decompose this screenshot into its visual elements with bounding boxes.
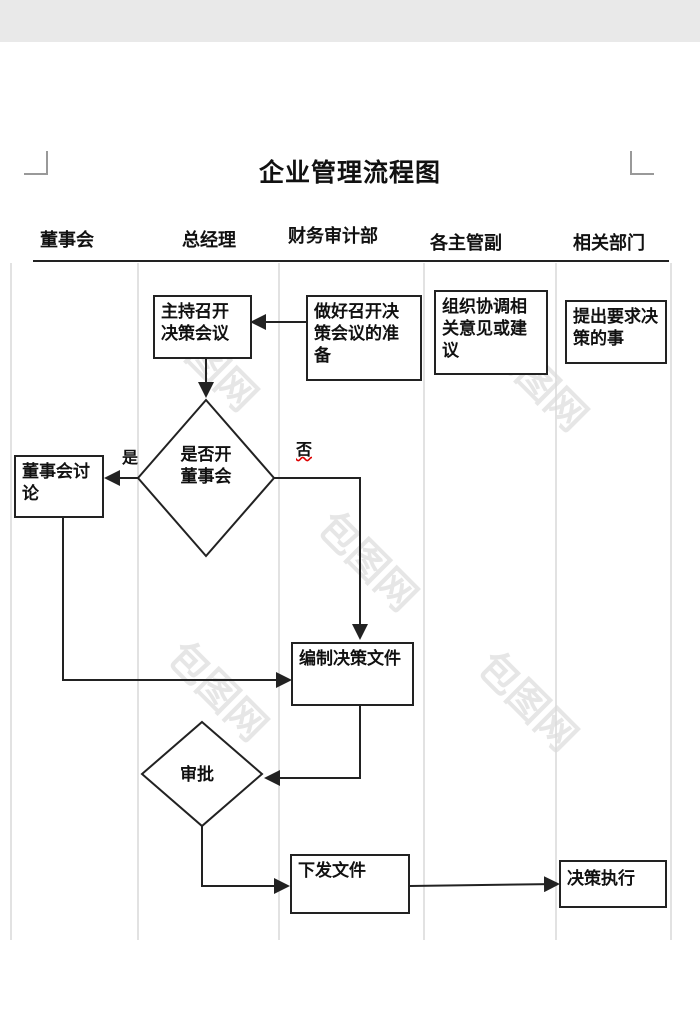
node-draft-doc[interactable]: 编制决策文件 — [291, 642, 414, 706]
lane-header-finance: 财务审计部 — [288, 226, 378, 247]
node-host-meeting[interactable]: 主持召开决策会议 — [153, 295, 252, 359]
node-execute[interactable]: 决策执行 — [559, 860, 667, 908]
lane-divider — [278, 263, 280, 940]
edge-label-yes: 是 — [122, 448, 139, 467]
node-decide-board[interactable]: 是否开董事会 — [180, 445, 232, 487]
node-prepare-meeting[interactable]: 做好召开决策会议的准备 — [306, 295, 422, 381]
page-title: 企业管理流程图 — [258, 158, 441, 187]
page-corner-mark-right — [630, 151, 654, 175]
node-issue-doc[interactable]: 下发文件 — [290, 854, 410, 914]
lane-divider — [555, 263, 557, 940]
node-propose[interactable]: 提出要求决策的事 — [565, 300, 667, 364]
header-divider — [33, 260, 669, 262]
node-approve[interactable]: 审批 — [180, 765, 214, 785]
lane-divider — [670, 263, 672, 940]
lane-header-managers: 各主管副 — [430, 233, 502, 254]
lane-header-board: 董事会 — [40, 230, 94, 251]
node-board-discuss[interactable]: 董事会讨论 — [14, 455, 104, 518]
node-coordinate[interactable]: 组织协调相关意见或建议 — [434, 290, 548, 375]
lane-divider — [423, 263, 425, 940]
edge-label-no: 否 — [296, 440, 313, 459]
viewer-top-bar — [0, 0, 700, 42]
lane-header-gm: 总经理 — [182, 230, 236, 251]
lane-divider — [137, 263, 139, 940]
lane-header-related: 相关部门 — [573, 233, 645, 254]
lane-divider — [10, 263, 12, 940]
page-corner-mark-left — [24, 151, 48, 175]
